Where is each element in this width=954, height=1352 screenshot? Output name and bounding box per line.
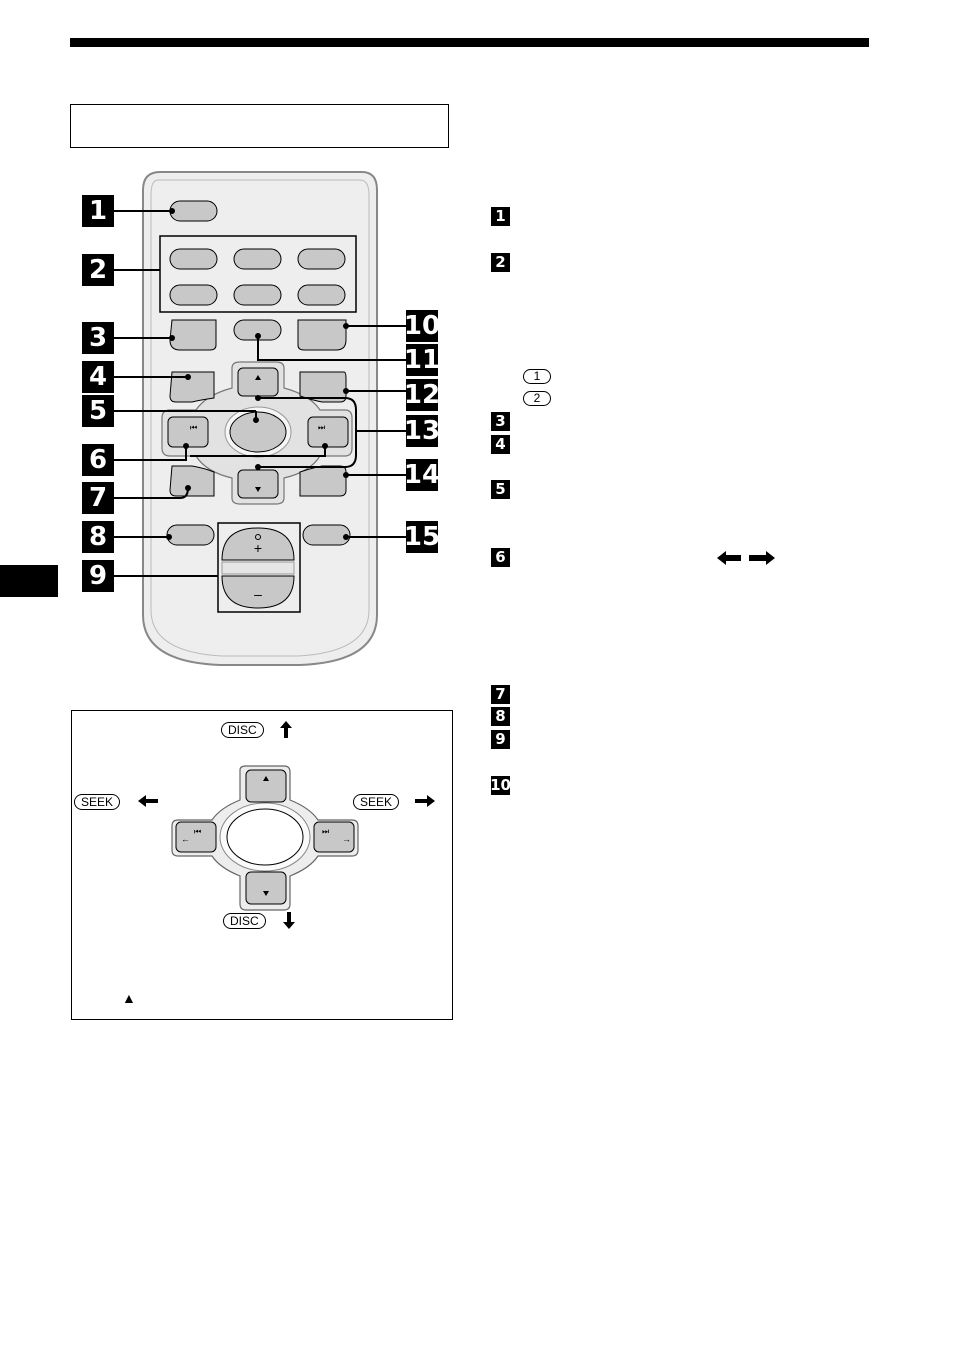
callout-1: 1 xyxy=(82,195,114,227)
list-marker-8: 8 xyxy=(491,707,510,726)
svg-text:+: + xyxy=(254,540,262,556)
list-marker-1: 1 xyxy=(491,207,510,226)
seek-left-label: SEEK xyxy=(74,794,121,810)
svg-text:⏮: ⏮ xyxy=(190,423,197,432)
callout-10: 10 xyxy=(403,310,441,342)
remote-illustration: ⏮ ⏭ + – xyxy=(142,171,378,666)
list-marker-10: 10 xyxy=(490,776,511,795)
list-marker-6: 6 xyxy=(491,548,510,567)
callout-7: 7 xyxy=(82,482,114,514)
preset-button-3 xyxy=(297,248,346,270)
left-right-arrows-icon xyxy=(717,551,775,565)
triangle-icon: ▲ xyxy=(122,990,136,1006)
callout-14: 14 xyxy=(403,459,441,491)
preset-button-5 xyxy=(233,284,282,306)
list-marker-4: 4 xyxy=(491,435,510,454)
left-arrow-icon xyxy=(138,795,158,807)
list-marker-2: 2 xyxy=(491,253,510,272)
callout-12: 12 xyxy=(403,379,441,411)
callout-2: 2 xyxy=(82,254,114,286)
svg-text:–: – xyxy=(254,586,262,602)
list-marker-5: 5 xyxy=(491,480,510,499)
callout-13: 13 xyxy=(403,415,441,447)
callout-6: 6 xyxy=(82,444,114,476)
callout-8: 8 xyxy=(82,521,114,553)
side-tab xyxy=(0,565,58,597)
sub-marker-1: 1 xyxy=(523,369,551,384)
svg-text:⏮: ⏮ xyxy=(194,827,201,836)
down-arrow-icon xyxy=(283,912,295,929)
button-3 xyxy=(169,319,217,351)
svg-text:⏭: ⏭ xyxy=(322,827,329,836)
button-10 xyxy=(297,319,347,351)
sub-marker-2: 2 xyxy=(523,391,551,406)
preset-button-1 xyxy=(169,248,218,270)
up-arrow-icon xyxy=(280,721,292,738)
callout-3: 3 xyxy=(82,322,114,354)
preset-button-6 xyxy=(297,284,346,306)
leader-lines xyxy=(114,208,406,577)
section-title-box xyxy=(70,104,449,148)
callout-4: 4 xyxy=(82,361,114,393)
preset-button-2 xyxy=(233,248,282,270)
svg-text:⏭: ⏭ xyxy=(318,423,325,432)
right-arrow-icon xyxy=(415,795,435,807)
navigation-pad-illustration: ⏮ ← ⏭ → xyxy=(171,765,359,911)
header-rule xyxy=(70,38,869,47)
disc-up-label: DISC xyxy=(221,722,264,738)
seek-right-label: SEEK xyxy=(353,794,400,810)
list-marker-7: 7 xyxy=(491,685,510,704)
list-marker-9: 9 xyxy=(491,730,510,749)
svg-text:←: ← xyxy=(181,834,190,844)
navigation-inset-box xyxy=(71,710,453,1020)
callout-9: 9 xyxy=(82,560,114,592)
callout-11: 11 xyxy=(403,344,441,376)
disc-down-label: DISC xyxy=(223,913,266,929)
svg-text:→: → xyxy=(342,834,351,844)
list-marker-3: 3 xyxy=(491,412,510,431)
callout-15: 15 xyxy=(403,521,441,553)
callout-5: 5 xyxy=(82,395,114,427)
preset-button-4 xyxy=(169,284,218,306)
